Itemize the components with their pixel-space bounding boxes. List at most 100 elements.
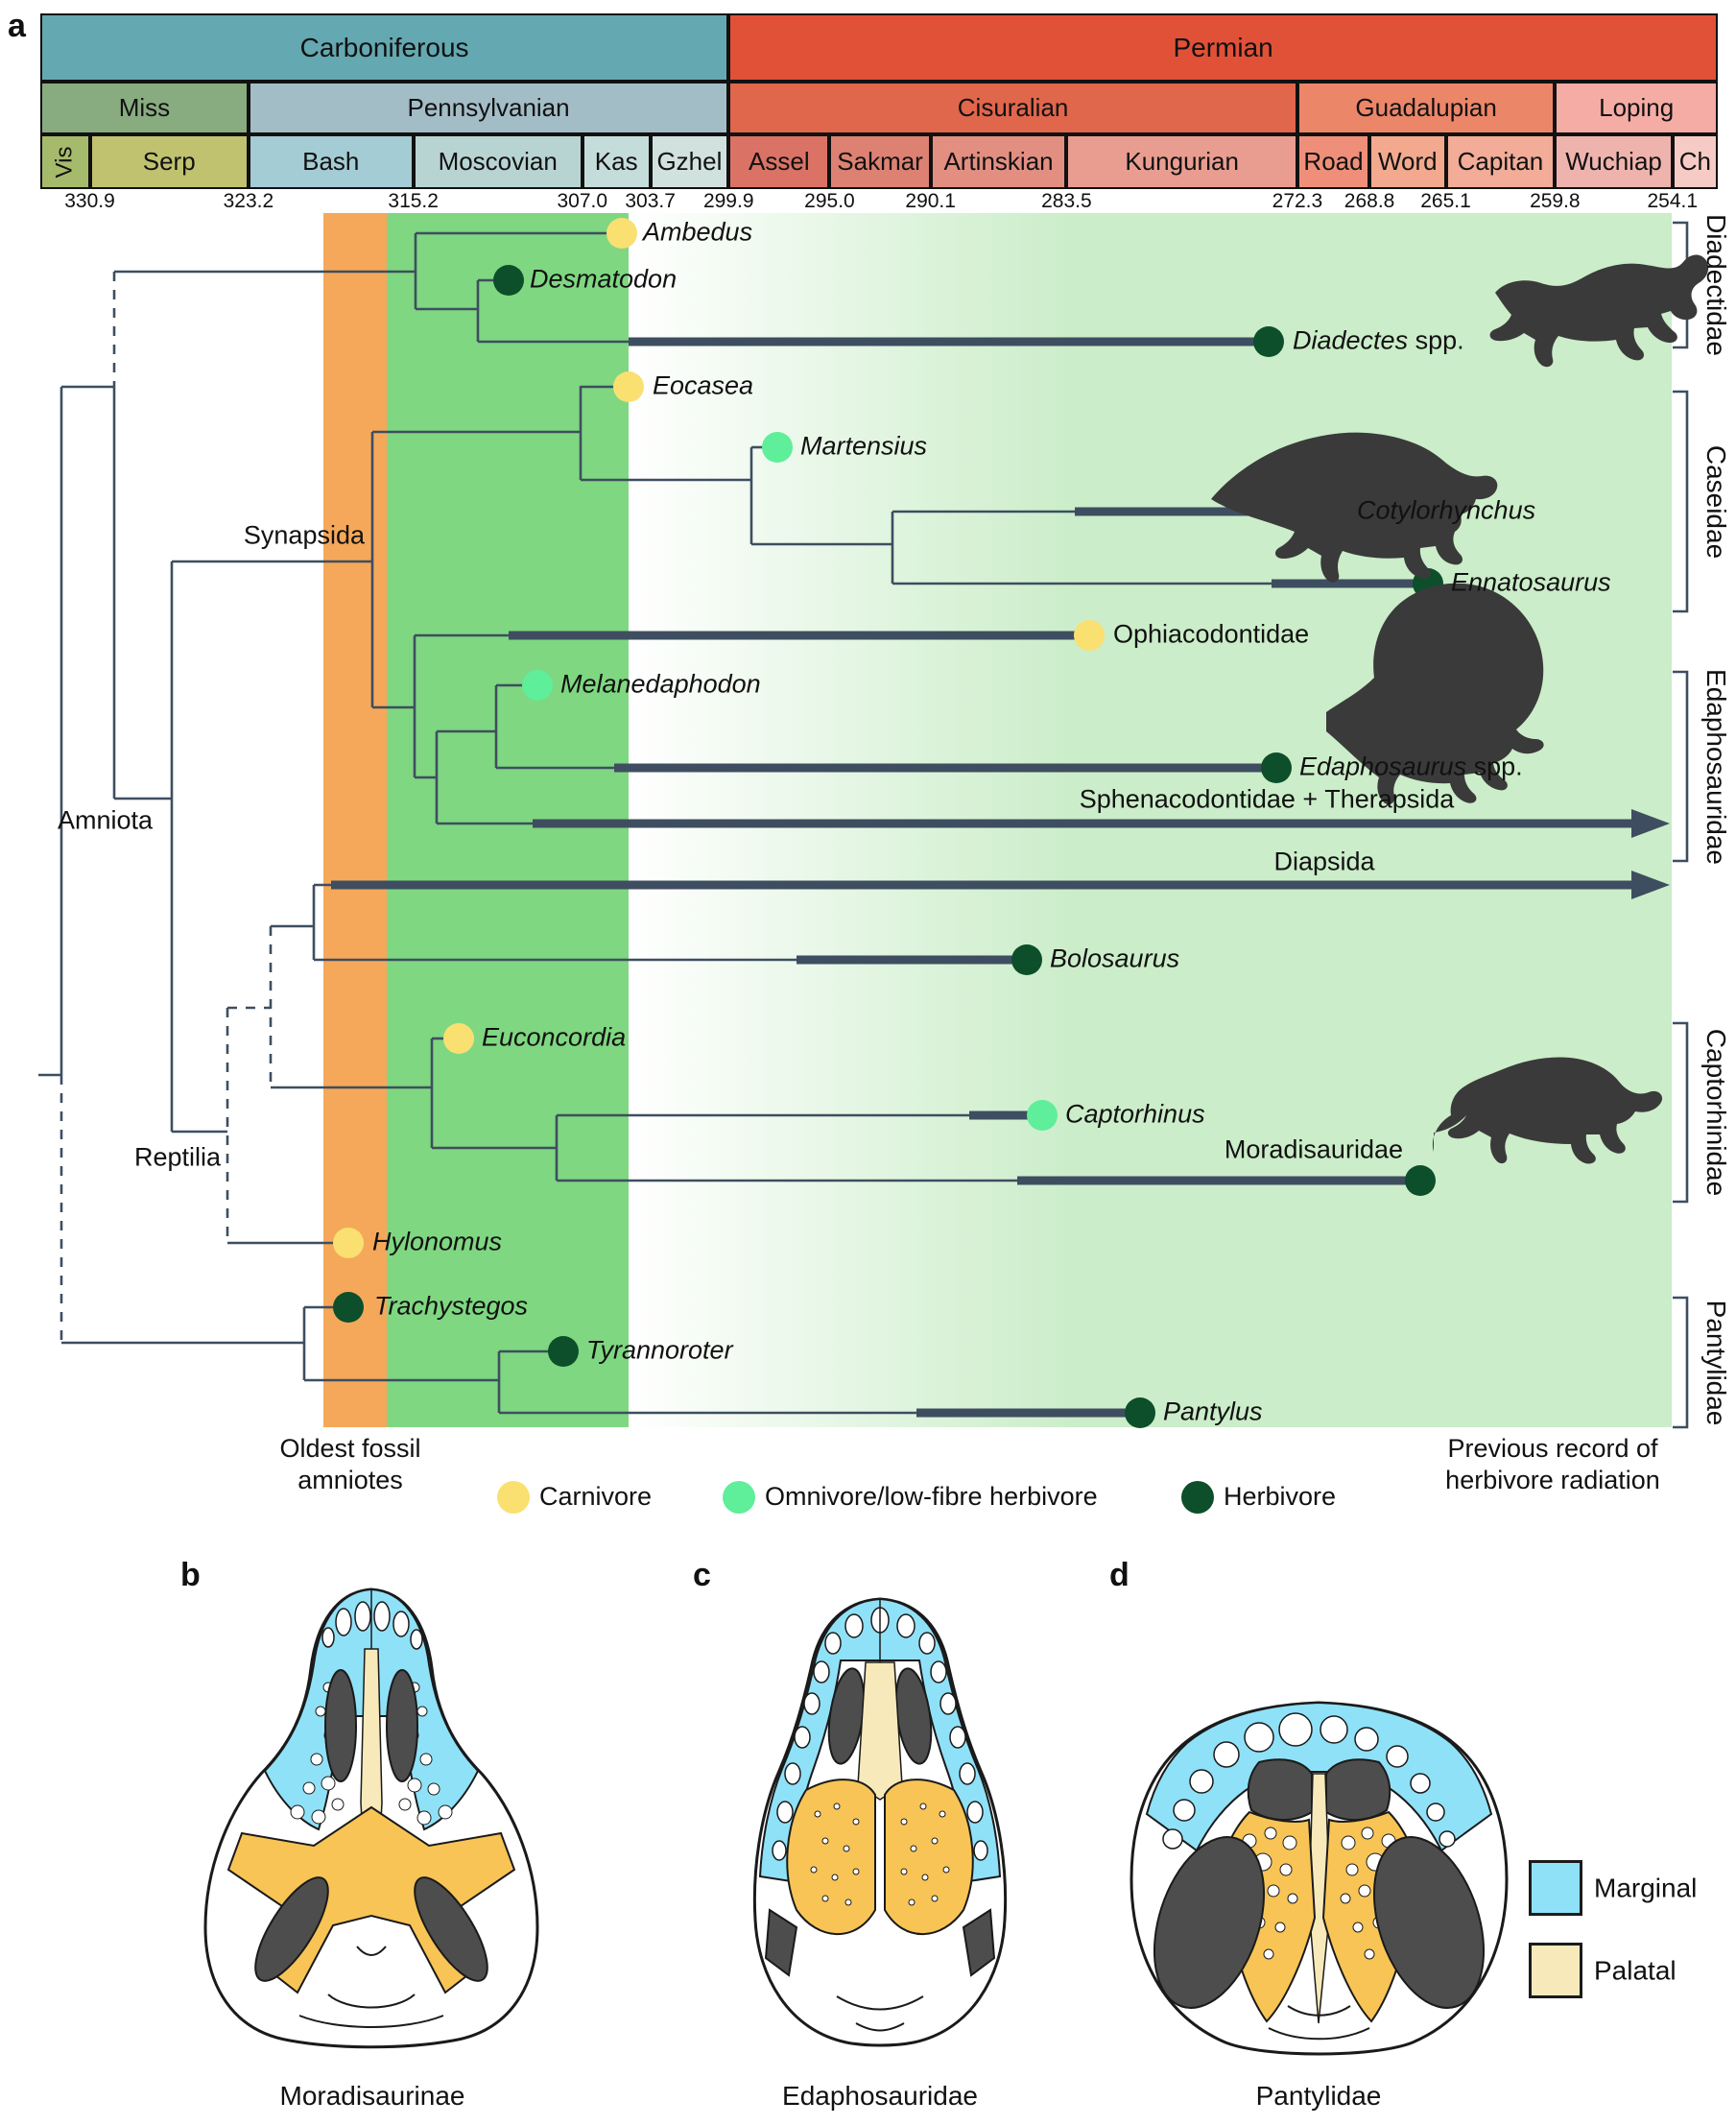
tip-label-cotylorhynchus: Cotylorhynchus: [1357, 495, 1536, 525]
clade-group-label-caseidae: Caseidae: [1701, 444, 1731, 559]
timescale-cell-label: Guadalupian: [1355, 93, 1497, 122]
skull-c-caption: Edaphosauridae: [782, 2081, 978, 2111]
diet-dot-melanedaphodon: [522, 670, 553, 701]
tip-label-ambedus: Ambedus: [643, 217, 753, 247]
tip-label-diadectes: Diadectes spp.: [1293, 325, 1464, 355]
tip-label-ennatosaurus: Ennatosaurus: [1451, 567, 1611, 597]
skull-d-caption: Pantylidae: [1255, 2081, 1382, 2111]
diet-dot-moradisauridae: [1405, 1165, 1436, 1196]
reptilia-label: Reptilia: [133, 1142, 221, 1172]
timescale-cell-label: Moscovian: [438, 147, 558, 176]
oldest-fossil-amniotes-annotation-line1: Oldest fossil: [279, 1434, 421, 1463]
clade-group-label-captorhinidae: Captorhinidae: [1701, 1028, 1731, 1197]
clade-bracket-pantylidae: [1673, 1296, 1689, 1429]
carnivore-legend-label: Carnivore: [539, 1481, 653, 1511]
tip-label-bolosaurus: Bolosaurus: [1050, 943, 1180, 973]
diet-dot-ophiacodontidae: [1074, 620, 1105, 651]
timescale-cell-label: Loping: [1599, 93, 1675, 122]
timescale-cell-pennsylvanian: Pennsylvanian: [248, 82, 729, 134]
tip-label-suffix: spp.: [1466, 752, 1523, 781]
moradisaurinae-skull-illustration: [203, 1588, 539, 2049]
timescale-age-label: 299.9: [702, 190, 754, 212]
tip-label-tyrannoroter: Tyrannoroter: [586, 1335, 733, 1365]
diet-dot-pantylus: [1125, 1397, 1155, 1428]
clade-group-label-pantylidae: Pantylidae: [1701, 1300, 1731, 1425]
timescale-cell-miss: Miss: [40, 82, 249, 134]
tip-label-ophiacodontidae: Ophiacodontidae: [1113, 619, 1310, 649]
palatal-color-swatch: [1529, 1943, 1582, 1998]
timescale-cell-label: Assel: [749, 147, 810, 176]
diet-dot-martensius: [762, 432, 793, 463]
carnivore-legend-dot-icon: [497, 1481, 530, 1514]
tip-label-suffix: spp.: [1408, 325, 1464, 355]
timescale-cell-label: Serp: [142, 147, 196, 176]
previous-record-annotation-line1: Previous record of: [1447, 1434, 1658, 1463]
tip-label-moradisauridae: Moradisauridae: [1224, 1134, 1403, 1164]
timescale-cell-label: Artinskian: [943, 147, 1054, 176]
timescale-cell-label: Permian: [1173, 32, 1273, 62]
timescale-cell-kungurian: Kungurian: [1066, 134, 1297, 189]
timescale-cell-artinskian: Artinskian: [930, 134, 1067, 189]
timescale-cell-kas: Kas: [582, 134, 651, 189]
caseid-silhouette: [1211, 432, 1498, 583]
clade-group-label-diadectidae: Diadectidae: [1701, 214, 1731, 356]
tip-label-captorhinus: Captorhinus: [1065, 1099, 1205, 1129]
timescale-cell-label: Wuchiap: [1565, 147, 1662, 176]
timescale-cell-carboniferous: Carboniferous: [40, 13, 729, 82]
tip-label-pantylus: Pantylus: [1163, 1397, 1263, 1426]
panel-c-label: c: [693, 1557, 711, 1593]
diet-dot-captorhinus: [1027, 1100, 1058, 1131]
timescale-cell-word: Word: [1369, 134, 1446, 189]
clade-bracket-caseidae: [1673, 390, 1689, 613]
timescale-age-label: 290.1: [905, 190, 956, 212]
oldest-fossil-amniotes-annotation-line2: amniotes: [297, 1466, 403, 1494]
omnivore-legend-dot-icon: [723, 1481, 755, 1514]
timescale-age-label: 283.5: [1041, 190, 1092, 212]
timescale-cell-road: Road: [1296, 134, 1370, 189]
timescale-cell-cisuralian: Cisuralian: [728, 82, 1297, 134]
timescale-age-label: 303.7: [625, 190, 676, 212]
timescale-age-label: 268.8: [1344, 190, 1395, 212]
timescale-age-label: 265.1: [1420, 190, 1471, 212]
timescale-cell-label: Kungurian: [1125, 147, 1239, 176]
diet-dot-bolosaurus: [1011, 944, 1042, 975]
marginal-color-swatch: [1529, 1860, 1582, 1916]
diet-dot-ambedus: [606, 218, 637, 249]
timescale-cell-label: Sakmar: [837, 147, 923, 176]
skull-b-caption: Moradisaurinae: [279, 2081, 465, 2111]
previous-record-annotation-line2: herbivore radiation: [1445, 1466, 1660, 1494]
tip-label-eocasea: Eocasea: [653, 370, 754, 400]
timescale-cell-ch: Ch: [1672, 134, 1718, 189]
timescale-cell-label: Road: [1303, 147, 1364, 176]
timescale-cell-label: Kas: [594, 147, 638, 176]
arrowhead-diapsida: [1631, 871, 1670, 899]
timescale-cell-label: Cisuralian: [957, 93, 1069, 122]
panel-a-label: a: [8, 8, 26, 44]
tip-label-euconcordia: Euconcordia: [482, 1022, 627, 1052]
tip-label-trachystegos: Trachystegos: [374, 1291, 529, 1321]
edaphosauridae-skull-illustration: [752, 1597, 1008, 2047]
synapsida-label: Synapsida: [243, 520, 365, 550]
tip-label-desmatodon: Desmatodon: [530, 264, 678, 294]
timescale-cell-wuchiap: Wuchiap: [1555, 134, 1673, 189]
diet-dot-trachystegos: [333, 1292, 364, 1323]
diet-dot-hylonomus: [333, 1228, 364, 1258]
oldest-fossil-amniotes-band: [323, 213, 387, 1427]
timescale-cell-sakmar: Sakmar: [829, 134, 931, 189]
timescale-cell-label: Bash: [302, 147, 360, 176]
timescale-cell-label: Pennsylvanian: [407, 93, 570, 122]
timescale-cell-label: Gzhel: [656, 147, 723, 176]
timescale-cell-label: Capitan: [1457, 147, 1544, 176]
panel-b-label: b: [180, 1557, 201, 1593]
tip-label-melanedaphodon: Melanedaphodon: [560, 669, 761, 699]
clade-bracket-captorhinidae: [1673, 1021, 1689, 1204]
tip-label-edaphosaurus: Edaphosaurus spp.: [1299, 752, 1523, 781]
timescale-cell-vis: Vis: [40, 134, 90, 189]
timescale-cell-label: Word: [1377, 147, 1438, 176]
diet-dot-euconcordia: [443, 1023, 474, 1054]
panel-d-label: d: [1109, 1557, 1130, 1593]
timescale-cell-label: Ch: [1678, 147, 1711, 176]
timescale-age-label: 259.8: [1530, 190, 1581, 212]
